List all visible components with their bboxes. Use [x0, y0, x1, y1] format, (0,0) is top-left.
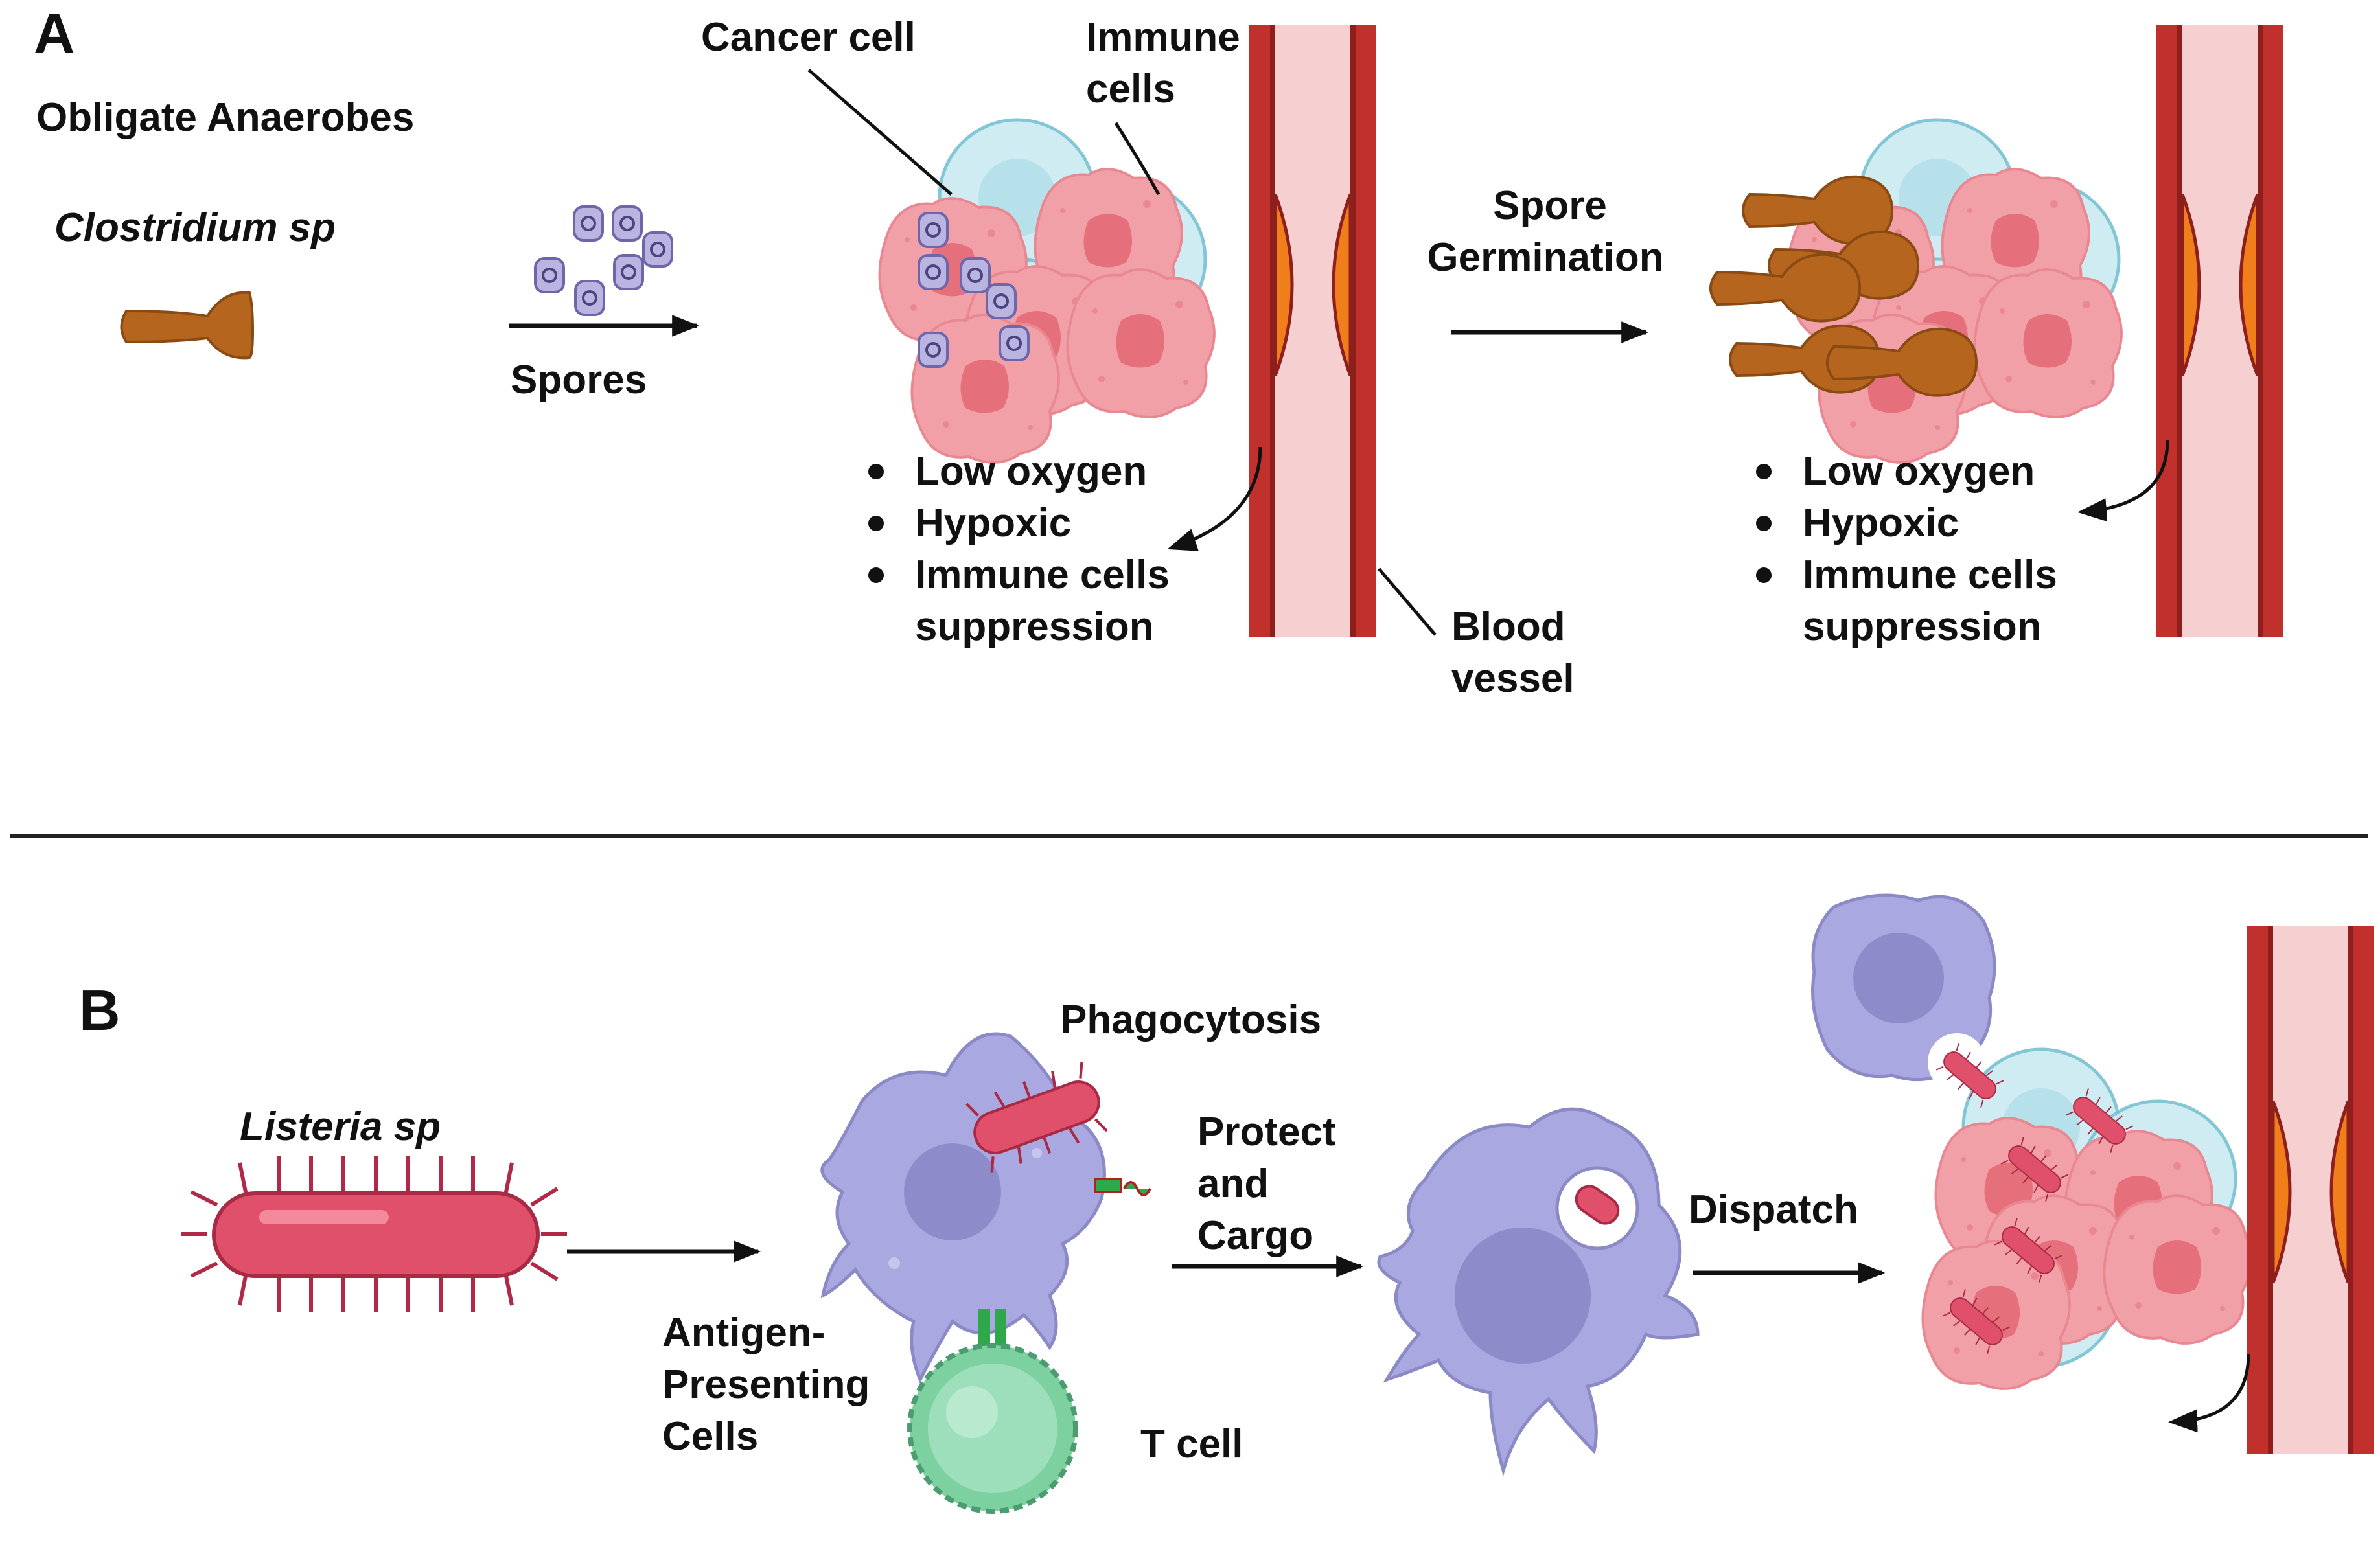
t-cell: [907, 1309, 1078, 1514]
germination-line1: Spore: [1493, 183, 1607, 228]
vessel-leak-arrow-b: [2168, 1353, 2250, 1433]
tumor-with-germinated-bacteria: [1709, 120, 2123, 464]
cancer-cell-label: Cancer cell: [701, 15, 916, 60]
group-title: Obligate Anaerobes: [36, 95, 414, 140]
tumor-with-spores: [878, 120, 1216, 464]
spore-cluster: [534, 205, 673, 316]
blood-vessel-pointer: [1378, 567, 1437, 636]
vessel-leak-arrow-a1: [1167, 446, 1262, 551]
blood-vessel-a2: [2156, 25, 2283, 637]
germination-line2: Germination: [1427, 235, 1663, 280]
immune-cells-line1: Immune: [1086, 15, 1240, 60]
t-cell-label: T cell: [1140, 1422, 1243, 1467]
phagocytosis-label: Phagocytosis: [1060, 998, 1321, 1042]
vessel-leak-arrow-a2: [2077, 440, 2169, 522]
organism-name-listeria: Listeria sp: [240, 1104, 441, 1149]
immune-cells-line2: cells: [1086, 67, 1175, 111]
panel-a-letter: A: [34, 1, 75, 65]
protect-line2: and: [1197, 1161, 1269, 1206]
condition-suppression: suppression: [915, 604, 1154, 649]
antigen-receptor: [1094, 1178, 1151, 1196]
condition-suppression-2: suppression: [1803, 604, 2042, 649]
condition-hypoxic: Hypoxic: [915, 501, 1071, 545]
listeria-bacterium: [181, 1156, 567, 1312]
tumor-with-listeria: [1921, 1041, 2252, 1390]
condition-low-oxygen-2: Low oxygen: [1803, 449, 2035, 494]
apc-line2: Presenting: [662, 1362, 870, 1407]
apc-line3: Cells: [662, 1414, 758, 1459]
immune-cells-label: Immune cells: [1086, 15, 1240, 111]
cancer-cell-pointer: [807, 69, 953, 196]
condition-low-oxygen: Low oxygen: [915, 449, 1147, 494]
conditions-list-a1: Low oxygen Hypoxic Immune cells suppress…: [868, 449, 1170, 649]
spores-label: Spores: [511, 358, 647, 402]
blood-vessel-line2: vessel: [1451, 656, 1575, 701]
dispatch-label: Dispatch: [1689, 1187, 1858, 1232]
blood-vessel-b: [2247, 926, 2374, 1454]
carrier-apc: [1377, 1107, 1700, 1477]
clostridium-cell: [120, 291, 255, 360]
condition-immune-cells-2: Immune cells: [1803, 553, 2057, 597]
condition-immune-cells: Immune cells: [915, 553, 1170, 597]
panel-b-letter: B: [79, 978, 121, 1042]
immune-cells-pointer: [1114, 122, 1161, 196]
condition-hypoxic-2: Hypoxic: [1803, 501, 1959, 545]
protect-line3: Cargo: [1197, 1213, 1313, 1258]
organism-name-clostridium: Clostridium sp: [54, 205, 336, 250]
blood-vessel-line1: Blood: [1451, 604, 1565, 649]
blood-vessel-a1: [1249, 25, 1376, 637]
conditions-list-a2: Low oxygen Hypoxic Immune cells suppress…: [1756, 449, 2057, 649]
apc-line1: Antigen-: [662, 1310, 825, 1355]
blood-vessel-label: Blood vessel: [1451, 604, 1575, 701]
protect-line1: Protect: [1197, 1110, 1336, 1154]
